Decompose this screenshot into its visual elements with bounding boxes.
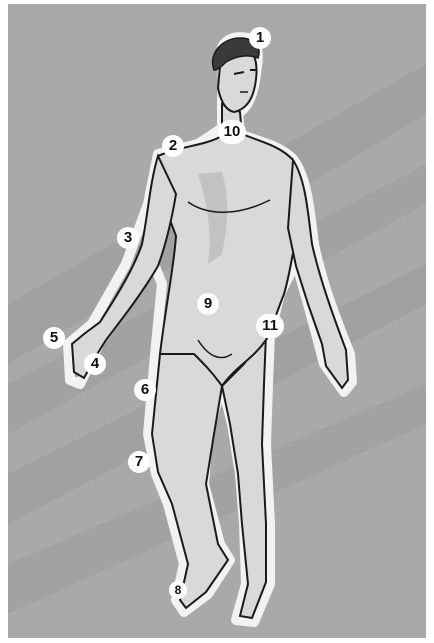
marker-4: 4 [84, 353, 106, 375]
marker-3: 3 [117, 227, 139, 249]
marker-10: 10 [218, 120, 246, 144]
marker-6: 6 [134, 379, 156, 401]
marker-2: 2 [162, 135, 184, 157]
marker-8: 8 [169, 581, 187, 599]
marker-7: 7 [128, 451, 150, 473]
marker-1: 1 [249, 27, 271, 49]
human-figure-illustration [8, 4, 426, 638]
illustration-panel: 1 2 3 4 5 6 7 8 9 10 11 [8, 4, 426, 638]
marker-9: 9 [197, 293, 219, 315]
marker-5: 5 [43, 327, 65, 349]
marker-11: 11 [256, 314, 284, 338]
